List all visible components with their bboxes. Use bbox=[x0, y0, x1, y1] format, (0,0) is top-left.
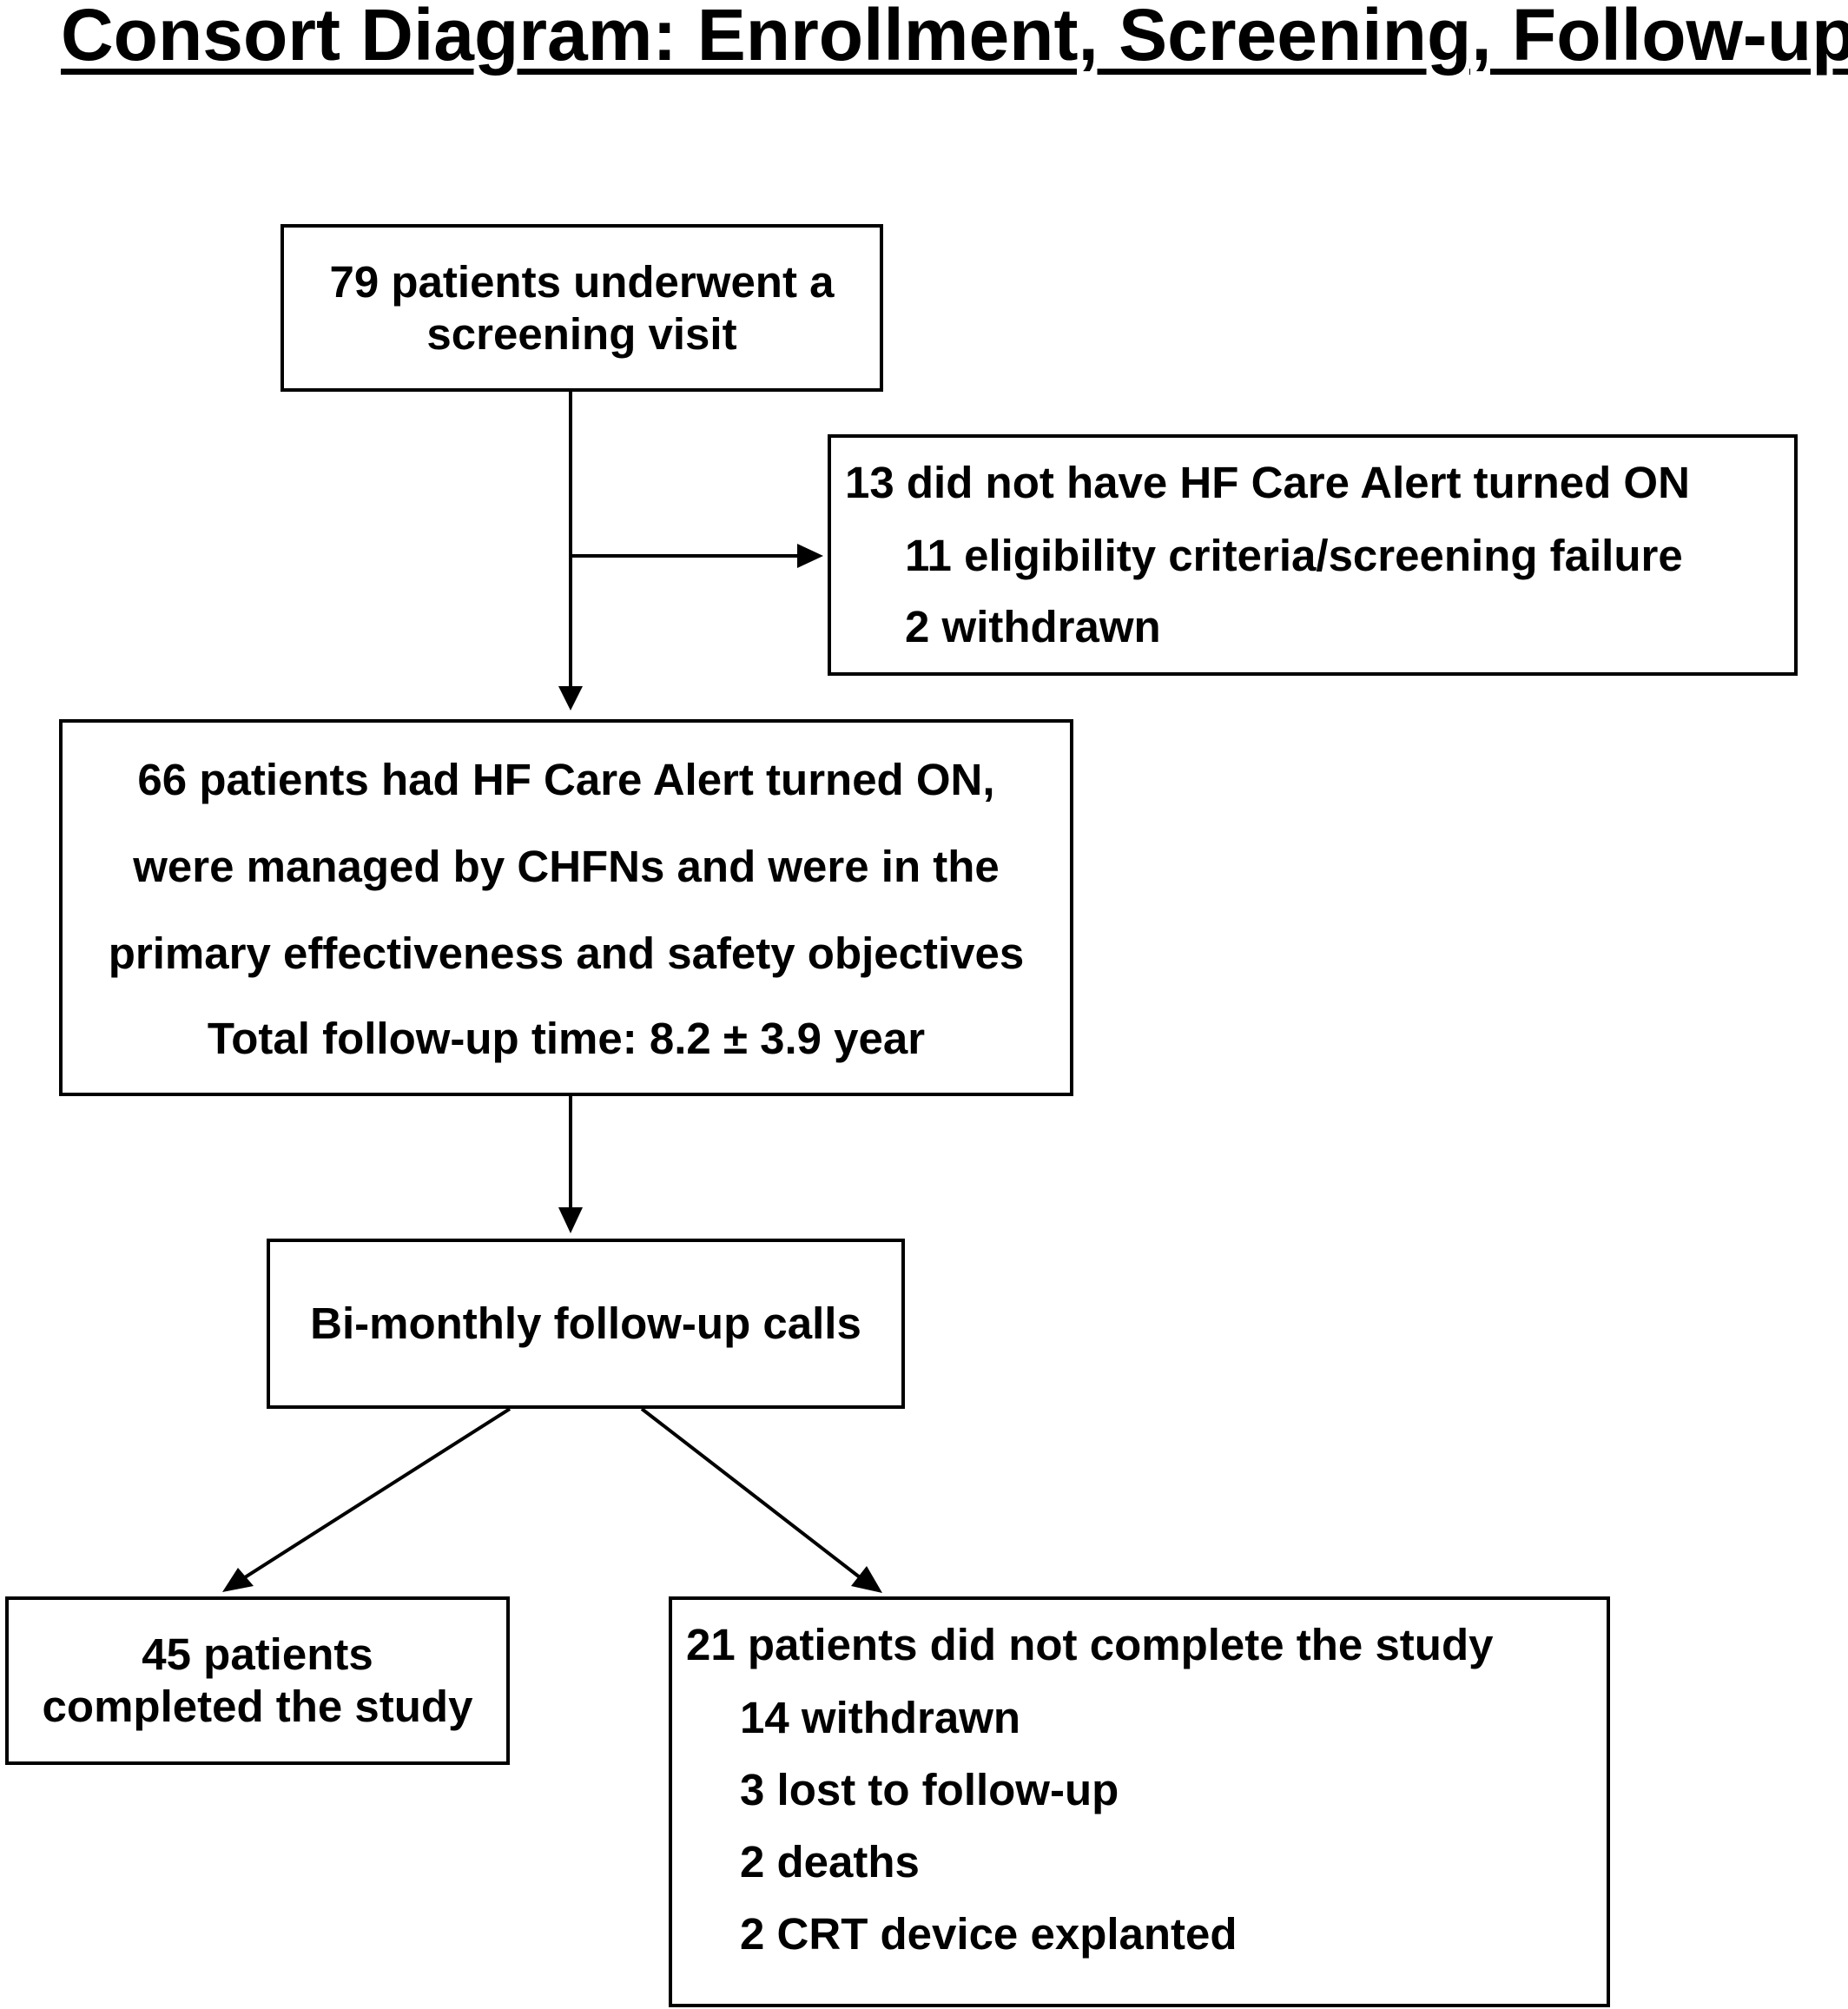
enrolled-line-3: primary effectiveness and safety objecti… bbox=[108, 929, 1025, 978]
arrow-calls-to-not-completed bbox=[640, 1407, 861, 1579]
not-completed-heading: 21 patients did not complete the study bbox=[686, 1620, 1494, 1669]
arrowhead-calls bbox=[558, 1207, 583, 1233]
arrowhead-enrolled bbox=[558, 686, 583, 710]
completed-line-2: completed the study bbox=[42, 1682, 473, 1731]
not-completed-item: 3 lost to follow-up bbox=[740, 1765, 1119, 1814]
arrowhead-excluded bbox=[797, 544, 823, 568]
excluded-box: 13 did not have HF Care Alert turned ON … bbox=[828, 434, 1798, 676]
screening-box: 79 patients underwent a screening visit bbox=[280, 224, 883, 392]
followup-calls-label: Bi-monthly follow-up calls bbox=[310, 1299, 861, 1348]
enrolled-followup-time: Total follow-up time: 8.2 ± 3.9 year bbox=[207, 1014, 926, 1063]
completed-box: 45 patients completed the study bbox=[5, 1596, 510, 1765]
excluded-item: 11 eligibility criteria/screening failur… bbox=[905, 531, 1683, 580]
enrolled-line-2: were managed by CHFNs and were in the bbox=[133, 842, 1000, 891]
diagram-title: Consort Diagram: Enrollment, Screening, … bbox=[61, 0, 1848, 76]
enrolled-box: 66 patients had HF Care Alert turned ON,… bbox=[59, 719, 1073, 1096]
enrolled-line-1: 66 patients had HF Care Alert turned ON, bbox=[137, 755, 995, 804]
not-completed-item: 2 CRT device explanted bbox=[740, 1909, 1238, 1959]
excluded-item: 2 withdrawn bbox=[905, 602, 1161, 651]
screening-line-2: screening visit bbox=[426, 308, 737, 359]
excluded-heading: 13 did not have HF Care Alert turned ON bbox=[845, 458, 1690, 507]
arrowhead-completed bbox=[222, 1568, 254, 1592]
followup-calls-box: Bi-monthly follow-up calls bbox=[267, 1239, 905, 1409]
not-completed-item: 2 deaths bbox=[740, 1837, 920, 1887]
screening-line-1: 79 patients underwent a bbox=[329, 256, 835, 307]
not-completed-box: 21 patients did not complete the study 1… bbox=[669, 1596, 1610, 2007]
not-completed-item: 14 withdrawn bbox=[740, 1693, 1021, 1742]
completed-line-1: 45 patients bbox=[142, 1629, 373, 1679]
arrowhead-not-completed bbox=[851, 1566, 882, 1593]
arrow-calls-to-completed bbox=[243, 1407, 512, 1579]
